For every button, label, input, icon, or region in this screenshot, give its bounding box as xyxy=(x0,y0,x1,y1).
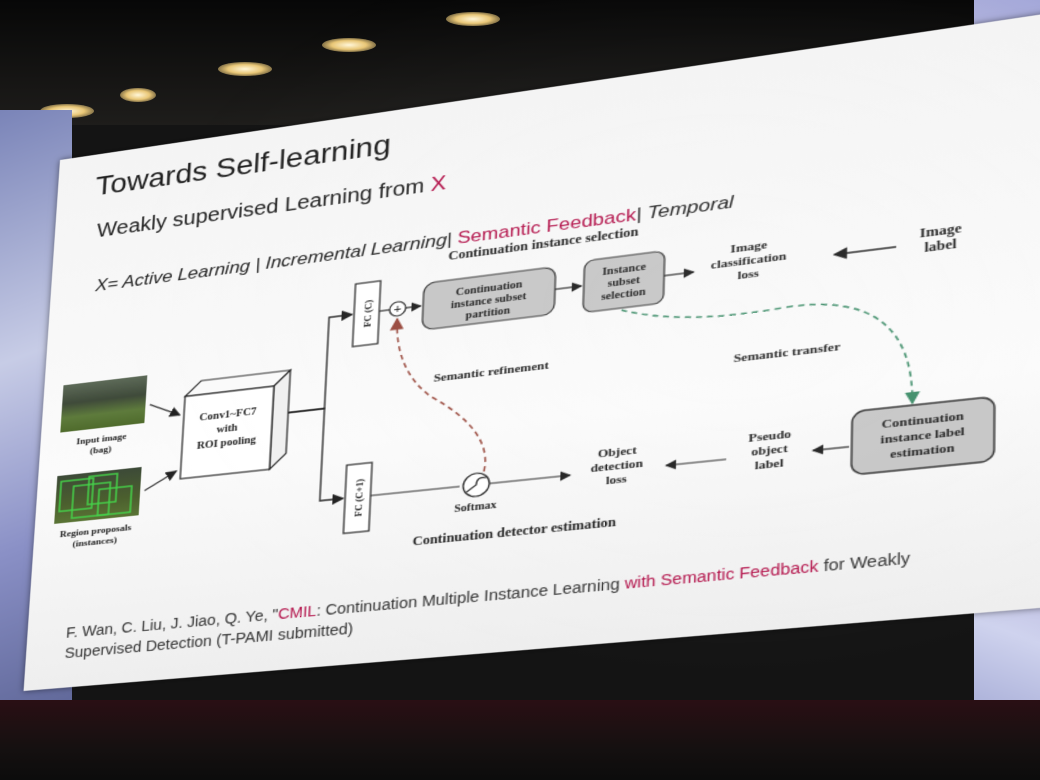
label-fc-c: FC (C) xyxy=(361,299,374,327)
label-pseudo-3: label xyxy=(755,457,784,473)
label-image-loss-3: loss xyxy=(737,267,760,282)
label-fc-c1: FC (C+1) xyxy=(352,478,365,517)
label-image-label-2: label xyxy=(924,236,957,255)
subtitle-x: X xyxy=(430,172,446,196)
conv-block: Conv1~FC7 with ROI pooling xyxy=(180,370,290,479)
label-softmax: Softmax xyxy=(454,500,497,516)
label-semantic-refinement: Semantic refinement xyxy=(434,359,550,385)
label-semantic-transfer: Semantic transfer xyxy=(734,340,841,365)
slide: Towards Self-learning Weakly supervised … xyxy=(24,2,1040,691)
citation-cmil: CMIL xyxy=(278,602,317,622)
oplus-symbol: + xyxy=(393,301,402,316)
semantic-refinement-path xyxy=(390,307,492,481)
label-detector-estimation: Continuation detector estimation xyxy=(412,514,616,548)
label-input-image-sub: (bag) xyxy=(90,444,112,456)
label-object-loss-3: loss xyxy=(606,473,628,488)
proposal-boxes xyxy=(59,472,133,520)
